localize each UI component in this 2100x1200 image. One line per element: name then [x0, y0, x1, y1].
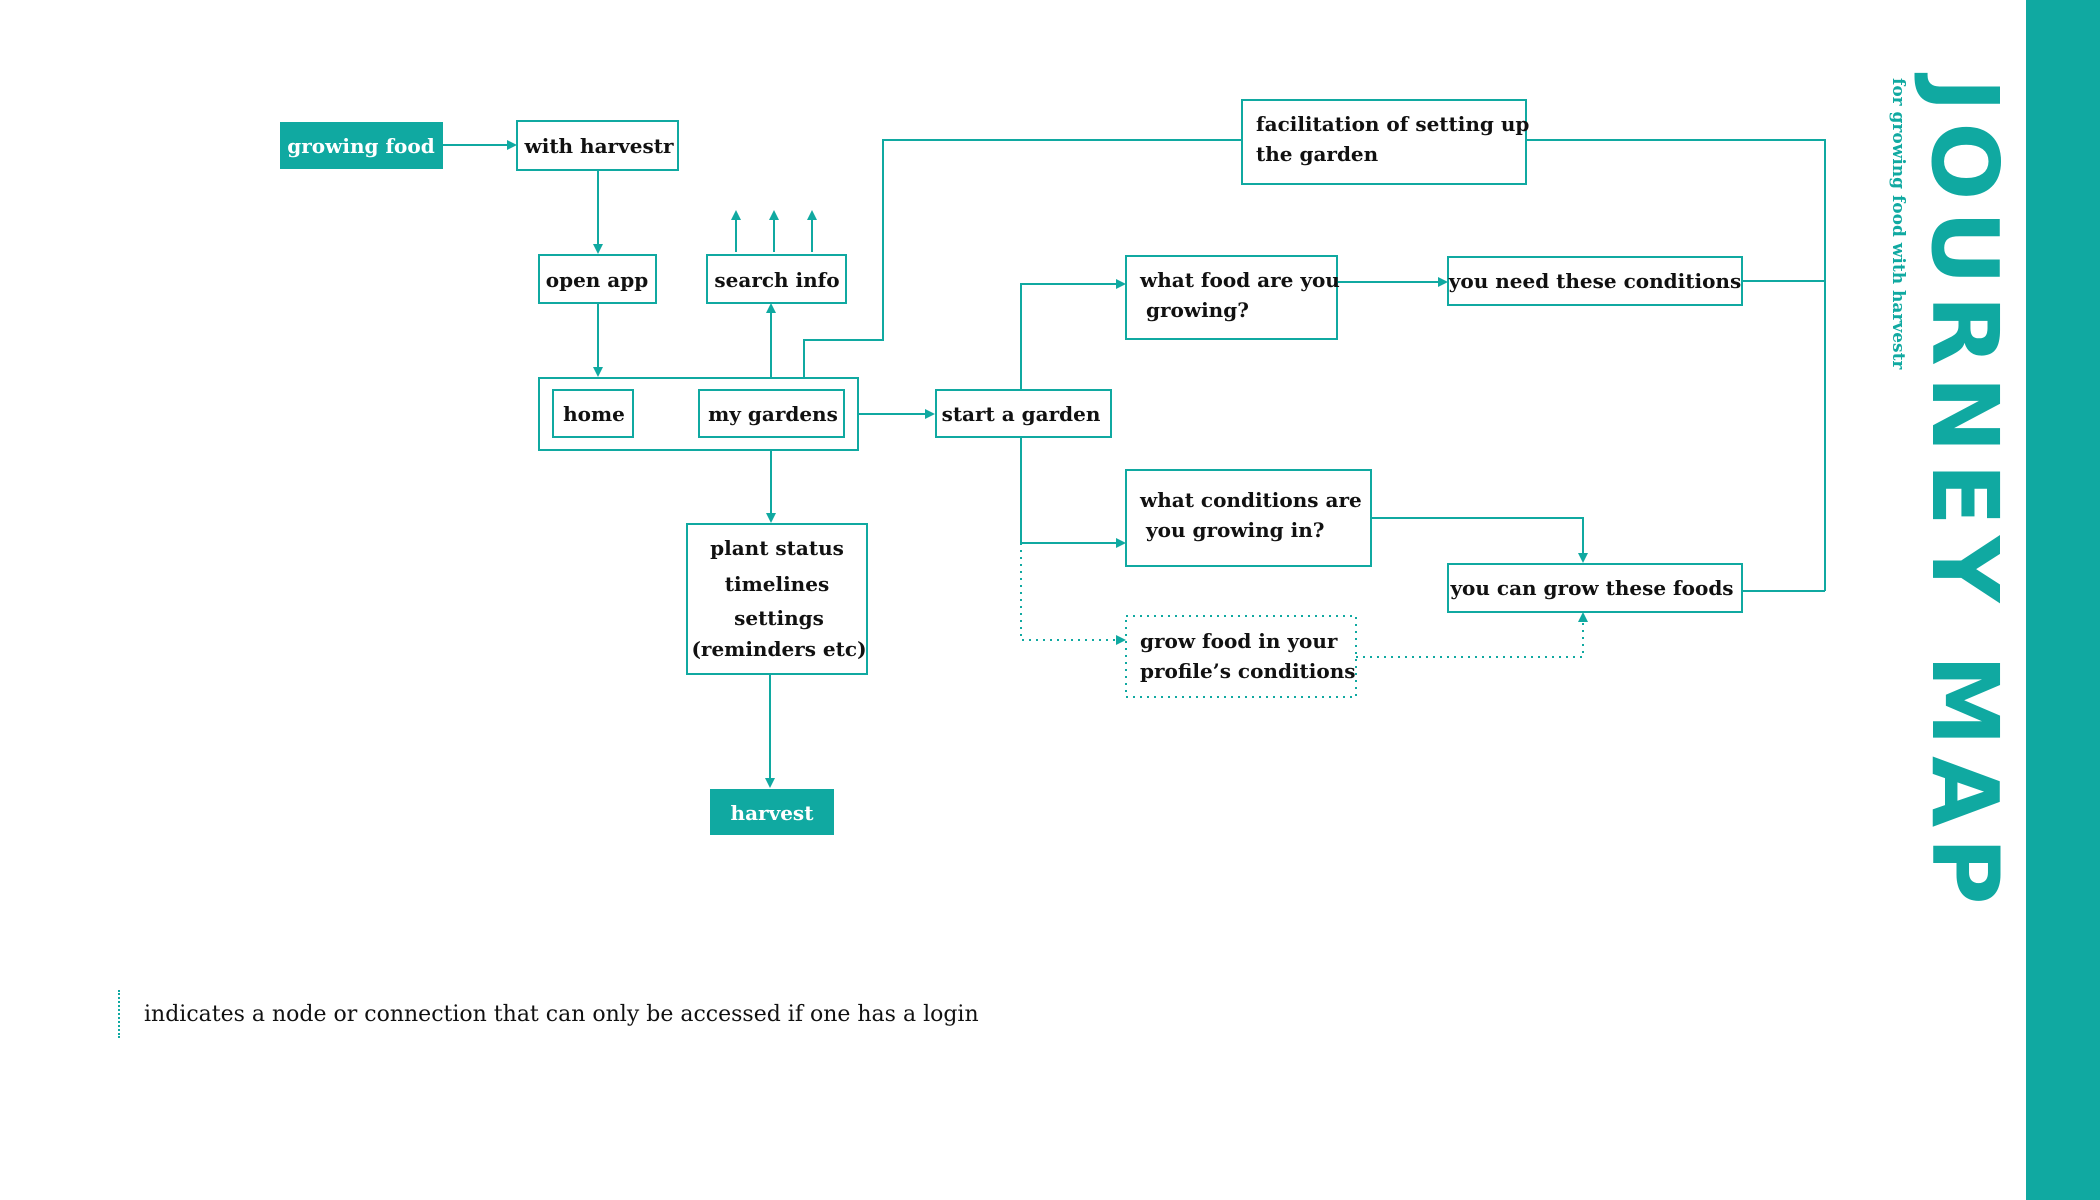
node-grow-profile	[1125, 615, 1357, 698]
node-need-conditions	[1447, 256, 1743, 306]
label-open-app: open app	[546, 268, 648, 292]
label-can-grow: you can grow these foods	[1449, 576, 1733, 600]
label-what-food-line-1: what food are you	[1139, 268, 1340, 292]
nodes	[280, 99, 1743, 835]
edge-start-garden-to-what-food	[1020, 279, 1126, 390]
label-facilitation-line-1: facilitation of setting up	[1256, 112, 1529, 136]
node-home	[552, 389, 634, 438]
label-grow-profile-line-2: profile’s conditions	[1140, 659, 1356, 683]
node-what-food	[1125, 255, 1338, 340]
label-search-info: search info	[714, 268, 839, 292]
node-can-grow	[1447, 563, 1743, 613]
journey-diagram: growing food with harvestr open app sear…	[280, 99, 1826, 835]
node-search-info	[706, 254, 847, 304]
node-with-harvestr	[516, 120, 679, 171]
label-start-garden: start a garden	[942, 402, 1101, 426]
label-what-conditions-line-2: you growing in?	[1145, 518, 1325, 542]
label-what-food-line-2: growing?	[1146, 298, 1249, 322]
node-what-conditions	[1125, 469, 1372, 567]
label-plant-status-line-2: timelines	[725, 572, 829, 596]
node-facilitation	[1241, 99, 1527, 185]
accent-sidebar	[2026, 0, 2100, 1200]
page-subtitle: for growing food with harvestr	[1888, 78, 1908, 370]
edge-facilitation-to-my-gardens	[799, 139, 1242, 390]
label-grow-profile-line-1: grow food in your	[1140, 629, 1338, 653]
node-my-gardens	[698, 389, 845, 438]
label-home: home	[563, 402, 625, 426]
node-labels: growing food with harvestr open app sear…	[287, 112, 1741, 825]
legend: indicates a node or connection that can …	[118, 990, 979, 1038]
node-plant-status	[686, 523, 868, 675]
edge-start-garden-to-what-conditions	[1020, 437, 1126, 548]
label-need-conditions: you need these conditions	[1448, 269, 1741, 293]
label-harvest: harvest	[731, 801, 815, 825]
node-growing-food	[280, 122, 443, 169]
label-with-harvestr: with harvestr	[524, 134, 674, 158]
label-plant-status-line-1: plant status	[710, 536, 844, 560]
node-start-garden	[935, 389, 1112, 438]
edge-grow-profile-to-can-grow	[1356, 612, 1588, 658]
label-plant-status-line-4: (reminders etc)	[691, 637, 866, 661]
edge-what-conditions-to-can-grow	[1371, 517, 1588, 563]
page-title: JOURNEY MAP	[1911, 78, 2018, 915]
node-harvest	[710, 789, 834, 835]
label-plant-status-line-3: settings	[734, 606, 824, 630]
edge-start-garden-to-grow-profile	[1020, 543, 1126, 645]
edge-facilitation-spine	[1526, 139, 1826, 591]
label-growing-food: growing food	[287, 134, 434, 158]
label-facilitation-line-2: the garden	[1256, 142, 1379, 166]
connectors	[443, 139, 1826, 788]
legend-text: indicates a node or connection that can …	[144, 1001, 979, 1027]
label-what-conditions-line-1: what conditions are	[1139, 488, 1362, 512]
label-my-gardens: my gardens	[708, 402, 838, 426]
legend-dotted-marker	[118, 990, 120, 1038]
node-open-app	[538, 254, 657, 304]
